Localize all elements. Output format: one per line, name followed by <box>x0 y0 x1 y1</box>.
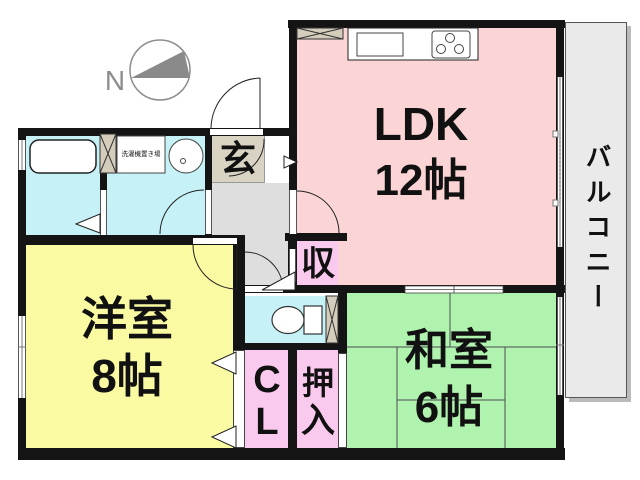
bath-door-opening <box>100 190 107 235</box>
ldk-label: LDK <box>373 98 469 150</box>
western-door-arc <box>192 244 238 290</box>
door-triangles <box>74 155 299 449</box>
japanese-label: 和室 <box>405 326 493 375</box>
washbasin-icon <box>168 138 204 174</box>
wall <box>18 128 297 136</box>
washroom-door-arc <box>159 189 205 235</box>
western-size-label: 8帖 <box>91 350 163 402</box>
sliding-door <box>404 285 504 294</box>
western-door-opening <box>193 237 237 245</box>
room-oshiire <box>297 350 338 448</box>
ldk-door-arc <box>296 190 340 234</box>
laundry-label: 洗濯機置き場 <box>121 150 161 158</box>
bathtub-icon <box>29 139 97 174</box>
kitchen-sink <box>356 32 404 57</box>
toilet-icon <box>271 305 323 335</box>
closet-door-triangle-bottom <box>210 425 237 449</box>
wall <box>285 233 347 241</box>
window-detail <box>18 77 564 398</box>
room-entrance <box>212 136 265 183</box>
bath-door-triangle <box>74 213 101 234</box>
wall <box>18 235 245 245</box>
wall <box>100 128 107 238</box>
washing-machine-area <box>116 135 166 174</box>
room-japanese <box>347 293 556 448</box>
compass-north-label: N <box>104 65 126 96</box>
tatami-lines <box>347 293 556 448</box>
hallway-upper <box>212 183 289 237</box>
entrance-door-arc <box>228 138 265 177</box>
entrance-label: 玄 <box>219 138 256 179</box>
closet-label-l: L <box>255 401 279 443</box>
room-western <box>26 245 233 448</box>
compass-icon <box>129 39 191 101</box>
stove-icon <box>431 30 471 59</box>
ldk-size-label: 12帖 <box>374 156 468 205</box>
front-door-opening <box>210 128 263 136</box>
wall <box>288 20 565 28</box>
closet-door-triangle-top <box>210 351 237 375</box>
balcony-label: バルコニー <box>582 143 612 318</box>
wall <box>289 20 297 241</box>
wall <box>205 128 212 245</box>
wall <box>233 245 245 355</box>
oshiire-label-2: 入 <box>301 402 335 440</box>
oshiire-door <box>338 353 347 448</box>
entrance-door-triangle <box>283 155 299 169</box>
pipe-space-hatch <box>99 27 344 344</box>
oshiire-label-1: 押 <box>301 365 334 401</box>
wall <box>18 128 26 460</box>
front-door-arc <box>210 77 261 130</box>
kitchen-counter <box>347 27 479 61</box>
storage-label: 収 <box>301 245 335 283</box>
room-closet <box>245 350 288 448</box>
room-storage <box>297 241 338 286</box>
closet-label-c: C <box>253 359 281 401</box>
washroom-door-opening <box>205 190 212 234</box>
wall <box>338 285 347 353</box>
storage-door-triangle <box>261 271 296 291</box>
wall <box>288 345 297 455</box>
room-ldk <box>296 28 556 285</box>
western-label: 洋室 <box>81 293 173 345</box>
storage-door <box>289 249 296 282</box>
ldk-door-opening <box>289 190 297 234</box>
room-balcony <box>565 22 627 398</box>
japanese-size-label: 6帖 <box>414 383 484 432</box>
